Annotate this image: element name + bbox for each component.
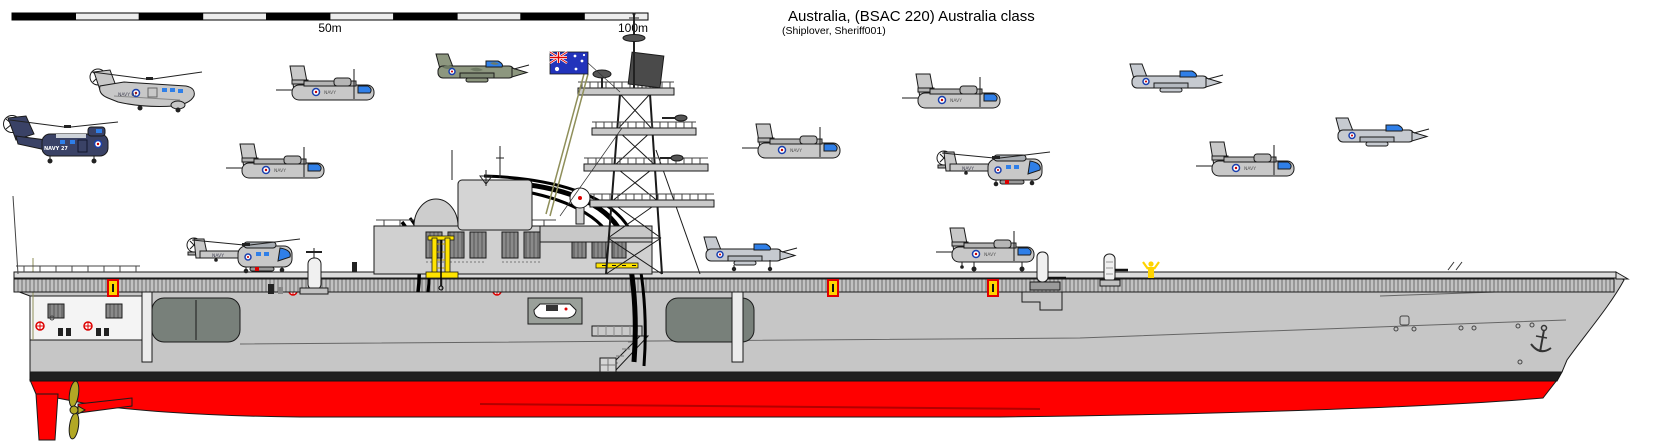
svg-text:NAVY: NAVY [790, 148, 802, 154]
bilge-keel [479, 403, 1041, 410]
crane-pedestal-fwd [1099, 253, 1128, 287]
lattice-mast [577, 12, 715, 275]
deck-signs [107, 279, 999, 297]
bow-deck-marks [1447, 261, 1463, 271]
svg-text:NAVY: NAVY [1244, 166, 1256, 172]
wessex-helicopter: NAVY 27 [3, 115, 119, 164]
svg-text:NAVY 27: NAVY 27 [44, 146, 68, 152]
crane-yellow [425, 235, 459, 291]
underwater-hull-group [29, 371, 1563, 441]
flag-stars [554, 53, 586, 72]
scale-label-50m: 50m [318, 21, 341, 35]
s2-tracker-flying-3: NAVY [742, 123, 841, 159]
scale-bar-segments [11, 12, 649, 21]
boot-topping [29, 371, 1563, 382]
propeller [68, 380, 87, 440]
stern-whip-antenna [12, 195, 19, 275]
a4-skyhawk-gray-1 [1129, 63, 1224, 93]
deck-bollard-figures [268, 262, 357, 294]
svg-text:NAVY: NAVY [950, 98, 962, 104]
deck-fittings [268, 248, 1160, 295]
stern-gallery [29, 295, 143, 341]
hull-side [13, 273, 1625, 373]
credit-line: (Shiplover, Sheriff001) [782, 25, 886, 37]
svg-text:NAVY 07: NAVY 07 [118, 92, 137, 98]
mast-platforms [577, 81, 715, 208]
ships-boat [527, 297, 583, 325]
s2-tracker-flying-2: NAVY [226, 143, 325, 179]
portholes [49, 315, 1535, 365]
catwalk-band [13, 278, 1615, 293]
svg-text:NAVY: NAVY [274, 168, 286, 174]
aircraft-layer: NAVY 07 NAVY 27 NAVY NAVY NAVY NAVY NAVY NAVY NA… [3, 53, 1430, 274]
seahawk-on-deck: NAVY [186, 237, 301, 274]
masthead-pole [622, 12, 646, 88]
s2-tracker-on-deck: NAVY [936, 227, 1035, 272]
flag-halyards [545, 62, 623, 217]
australian-flag [549, 50, 589, 75]
a4-skyhawk-gray-2 [1335, 117, 1430, 147]
hull-knuckle-line [239, 319, 1567, 345]
anchor [1530, 324, 1552, 353]
a4-skyhawk-on-deck [703, 236, 798, 272]
flag-group [545, 50, 623, 217]
rudder [35, 393, 59, 441]
island-dome [413, 198, 459, 227]
scale-bar: 50m 100m [11, 12, 649, 35]
stern-railing [16, 265, 140, 272]
deck-crew-figure [1142, 261, 1160, 278]
union-jack-canton [549, 50, 568, 65]
bow-deck-tip [1615, 271, 1630, 280]
stub-dish-antennas [660, 114, 688, 162]
radome-ball [569, 187, 591, 225]
underwater-hull [29, 379, 1559, 418]
island-yellow-strip [595, 262, 639, 269]
page-title: Australia, (BSAC 220) Australia class [788, 8, 1035, 25]
title-block: Australia, (BSAC 220) Australia class (S… [782, 8, 1035, 37]
ship-drawing-group: NAVY 07 NAVY 27 NAVY NAVY NAVY NAVY NAVY NAVY NA… [3, 12, 1630, 441]
svg-text:NAVY: NAVY [984, 252, 996, 258]
crane-pedestal-aft [299, 248, 329, 295]
hull-side-group [13, 258, 1625, 373]
seahawk-flying: NAVY [936, 150, 1051, 187]
s2-tracker-flying-1: NAVY [276, 65, 375, 101]
radar-antenna [627, 51, 665, 89]
s2-tracker-flying-4: NAVY [902, 73, 1001, 109]
svg-text:NAVY: NAVY [212, 253, 224, 259]
s2-tracker-flying-5: NAVY [1196, 141, 1295, 177]
deck-edge-band [13, 271, 1617, 279]
funnel-masts [451, 146, 504, 180]
bridge-platform [539, 225, 653, 243]
mushroom-antenna [592, 69, 612, 88]
flight-deck [12, 195, 1630, 293]
svg-text:NAVY: NAVY [324, 90, 336, 96]
hoist-anchor [479, 170, 493, 186]
a4-skyhawk-camo [435, 53, 530, 83]
crane-pedestal-sponson [1029, 251, 1066, 291]
svg-text:NAVY: NAVY [962, 166, 974, 172]
sea-king-helicopter: NAVY 07 [89, 68, 203, 113]
funnel [457, 179, 533, 231]
